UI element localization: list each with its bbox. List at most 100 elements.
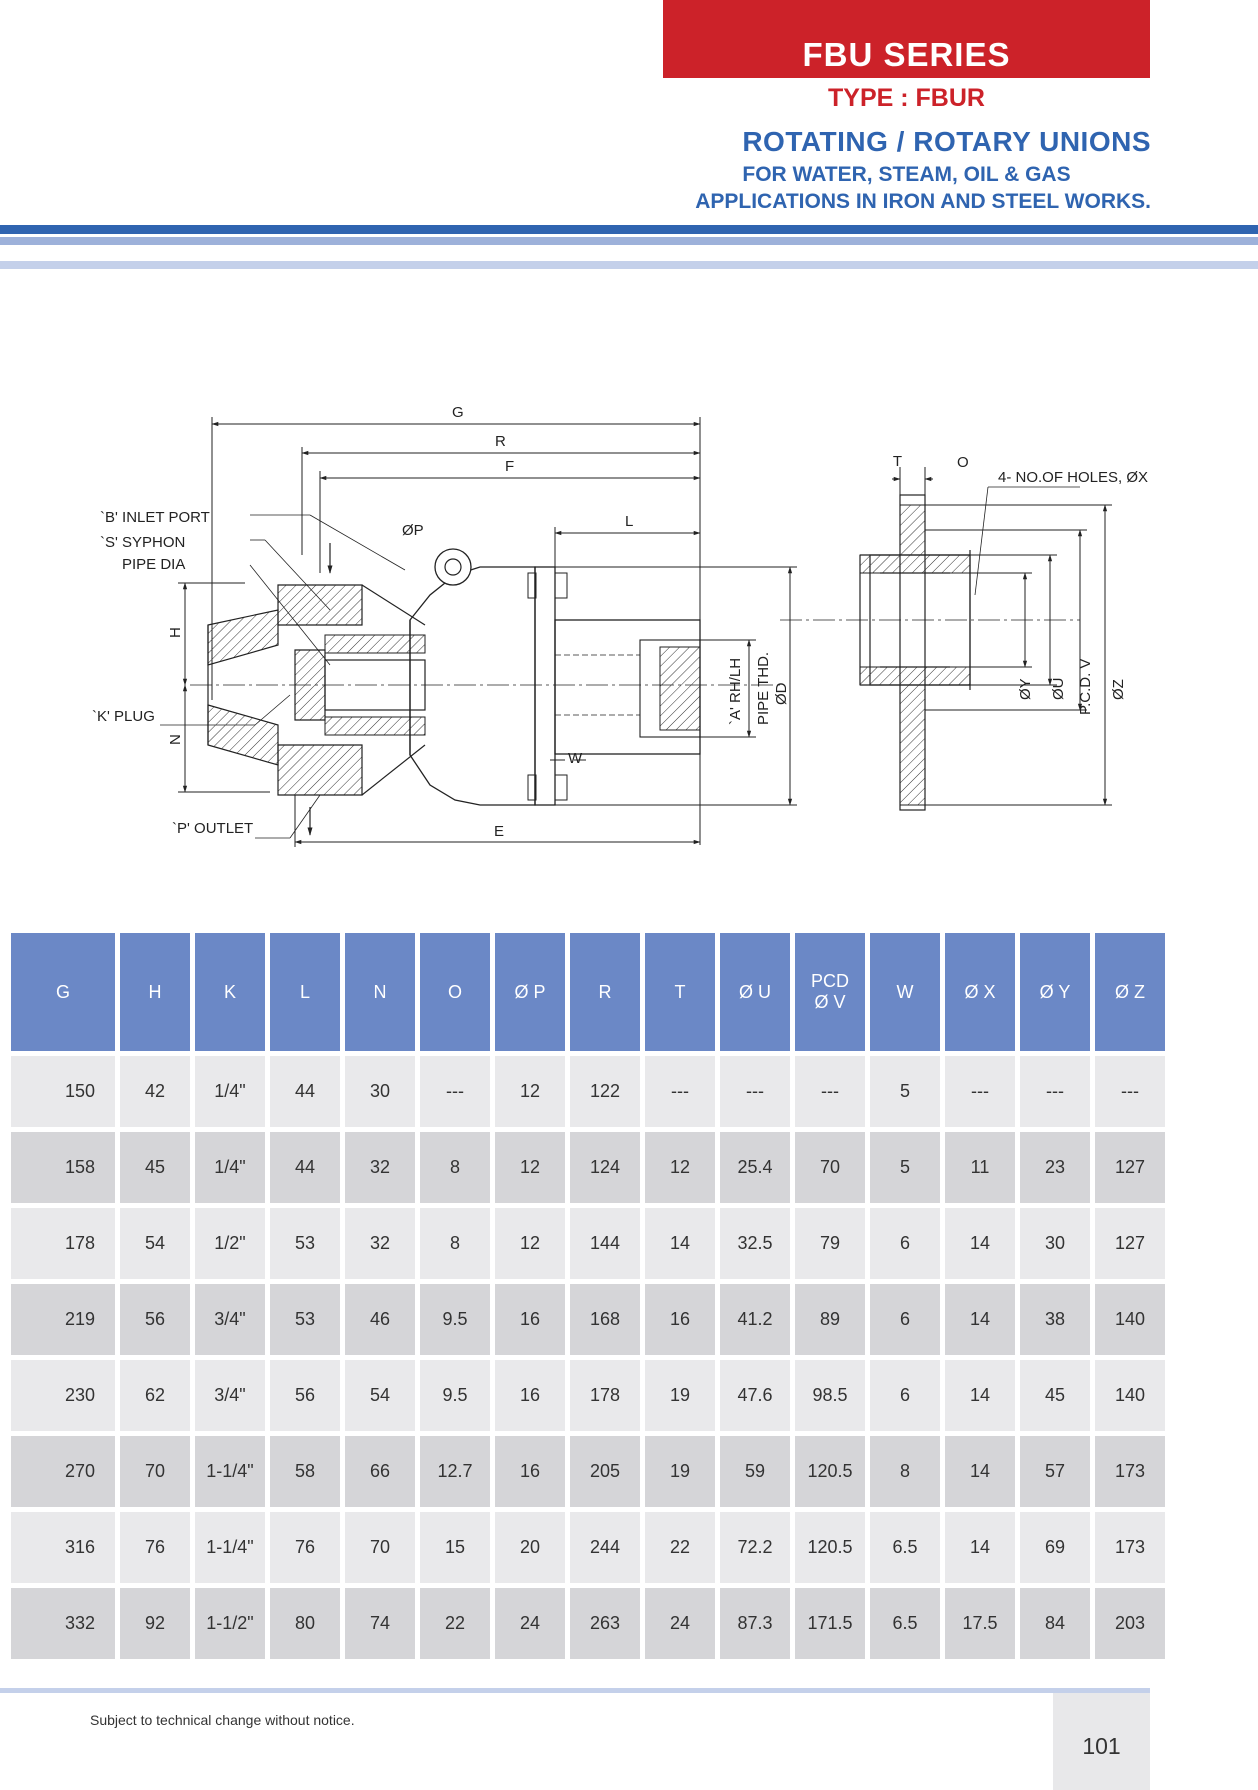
dim-p-label: ØP bbox=[402, 522, 424, 539]
table-cell: 22 bbox=[420, 1588, 490, 1659]
table-cell: 11 bbox=[945, 1132, 1015, 1203]
table-cell: 14 bbox=[945, 1284, 1015, 1355]
table-cell: 89 bbox=[795, 1284, 865, 1355]
table-cell: 140 bbox=[1095, 1284, 1165, 1355]
table-cell: 19 bbox=[645, 1360, 715, 1431]
table-cell: 44 bbox=[270, 1132, 340, 1203]
dim-g-label: G bbox=[452, 404, 464, 421]
col-header: N bbox=[345, 933, 415, 1051]
col-header: T bbox=[645, 933, 715, 1051]
outlet-label: `P' OUTLET bbox=[172, 820, 253, 837]
col-header: O bbox=[420, 933, 490, 1051]
table-cell: 32.5 bbox=[720, 1208, 790, 1279]
table-cell: 316 bbox=[11, 1512, 115, 1583]
table-cell: 76 bbox=[120, 1512, 190, 1583]
plug-label: `K' PLUG bbox=[92, 708, 155, 725]
table-cell: 87.3 bbox=[720, 1588, 790, 1659]
table-cell: 1/4" bbox=[195, 1132, 265, 1203]
table-header-row: G H K L N O Ø P R T Ø U PCD Ø V W Ø X Ø … bbox=[11, 933, 1165, 1051]
table-cell: 74 bbox=[345, 1588, 415, 1659]
table-cell: 6.5 bbox=[870, 1512, 940, 1583]
table-cell: 203 bbox=[1095, 1588, 1165, 1659]
technical-drawing: G R F L E ØP W `B' INLET PORT `S' SYPHON… bbox=[80, 395, 1160, 865]
table-cell: 76 bbox=[270, 1512, 340, 1583]
table-cell: 80 bbox=[270, 1588, 340, 1659]
table-cell: 12 bbox=[495, 1208, 565, 1279]
col-header: R bbox=[570, 933, 640, 1051]
dim-w-label: W bbox=[568, 750, 583, 767]
table-cell: 205 bbox=[570, 1436, 640, 1507]
table-cell: 57 bbox=[1020, 1436, 1090, 1507]
table-cell: 14 bbox=[945, 1436, 1015, 1507]
col-header: H bbox=[120, 933, 190, 1051]
table-cell: 70 bbox=[795, 1132, 865, 1203]
table-cell: 1-1/2" bbox=[195, 1588, 265, 1659]
table-cell: 56 bbox=[270, 1360, 340, 1431]
pcd-label: PCD bbox=[810, 971, 849, 991]
table-cell: --- bbox=[945, 1056, 1015, 1127]
pipe-thd-label: PIPE THD. bbox=[755, 652, 772, 725]
table-cell: 59 bbox=[720, 1436, 790, 1507]
table-cell: 263 bbox=[570, 1588, 640, 1659]
dim-d-label: ØD bbox=[773, 682, 790, 705]
table-cell: --- bbox=[645, 1056, 715, 1127]
header-stripe-light bbox=[0, 261, 1258, 269]
table-cell: 38 bbox=[1020, 1284, 1090, 1355]
table-cell: 66 bbox=[345, 1436, 415, 1507]
table-cell: 72.2 bbox=[720, 1512, 790, 1583]
table-cell: 16 bbox=[495, 1360, 565, 1431]
table-cell: 58 bbox=[270, 1436, 340, 1507]
table-cell: 3/4" bbox=[195, 1360, 265, 1431]
table-cell: 14 bbox=[645, 1208, 715, 1279]
table-cell: --- bbox=[420, 1056, 490, 1127]
table-cell: 1-1/4" bbox=[195, 1436, 265, 1507]
table-cell: 46 bbox=[345, 1284, 415, 1355]
table-cell: 30 bbox=[345, 1056, 415, 1127]
table-cell: 84 bbox=[1020, 1588, 1090, 1659]
col-header: K bbox=[195, 933, 265, 1051]
table-cell: 54 bbox=[345, 1360, 415, 1431]
dim-l-label: L bbox=[625, 513, 633, 530]
table-cell: 178 bbox=[11, 1208, 115, 1279]
table-cell: 1-1/4" bbox=[195, 1512, 265, 1583]
dim-t-label: T bbox=[893, 453, 902, 470]
table-cell: 1/4" bbox=[195, 1056, 265, 1127]
subtitle-line-1: FOR WATER, STEAM, OIL & GAS bbox=[742, 163, 1071, 186]
col-header: L bbox=[270, 933, 340, 1051]
subtitle-line-2: APPLICATIONS IN IRON AND STEEL WORKS. bbox=[695, 190, 1151, 213]
table-cell: 14 bbox=[945, 1208, 1015, 1279]
table-cell: 332 bbox=[11, 1588, 115, 1659]
table-cell: 1/2" bbox=[195, 1208, 265, 1279]
table-cell: 15 bbox=[420, 1512, 490, 1583]
table-cell: 120.5 bbox=[795, 1436, 865, 1507]
table-cell: 14 bbox=[945, 1360, 1015, 1431]
table-cell: 24 bbox=[645, 1588, 715, 1659]
table-cell: 12 bbox=[495, 1056, 565, 1127]
table-cell: 32 bbox=[345, 1132, 415, 1203]
table-cell: 9.5 bbox=[420, 1360, 490, 1431]
syphon-label: `S' SYPHON bbox=[100, 534, 185, 551]
table-cell: 173 bbox=[1095, 1436, 1165, 1507]
dim-h-label: H bbox=[167, 627, 184, 638]
table-cell: 120.5 bbox=[795, 1512, 865, 1583]
table-cell: 124 bbox=[570, 1132, 640, 1203]
dim-u-label: ØU bbox=[1050, 678, 1067, 701]
table-cell: 244 bbox=[570, 1512, 640, 1583]
table-cell: 12.7 bbox=[420, 1436, 490, 1507]
series-title: FBU SERIES bbox=[802, 36, 1011, 73]
table-cell: 6 bbox=[870, 1284, 940, 1355]
series-banner: FBU SERIES bbox=[663, 0, 1150, 78]
holes-label: 4- NO.OF HOLES, ØX bbox=[998, 469, 1148, 486]
table-cell: 17.5 bbox=[945, 1588, 1015, 1659]
table-cell: 16 bbox=[495, 1436, 565, 1507]
table-cell: 140 bbox=[1095, 1360, 1165, 1431]
dimension-table: G H K L N O Ø P R T Ø U PCD Ø V W Ø X Ø … bbox=[6, 928, 1170, 1664]
